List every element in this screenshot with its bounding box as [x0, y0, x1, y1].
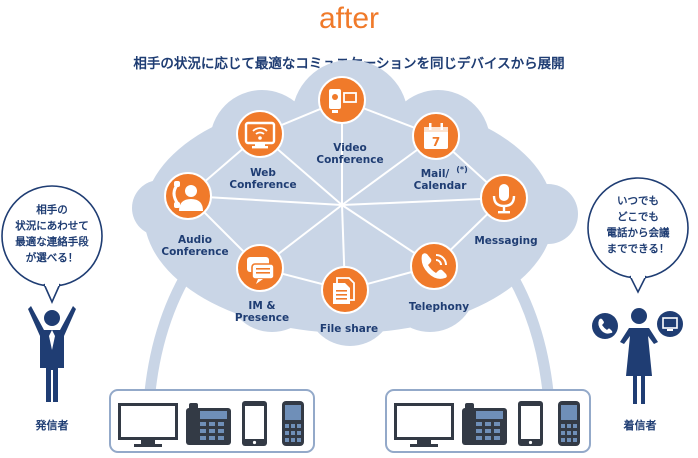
- bubble-line: 電話から会議: [607, 226, 670, 239]
- service-label: Calendar: [414, 180, 468, 192]
- sender-figure: [28, 306, 76, 402]
- calendar-day: 7: [432, 135, 440, 149]
- service-label: File share: [320, 323, 378, 335]
- mobile-phone-icon: [282, 401, 304, 446]
- bubble-line: 相手の: [36, 203, 68, 216]
- monitor-icon: [662, 317, 678, 329]
- service-im: IM & Presence: [235, 244, 289, 324]
- receiver-monitor-badge: [657, 311, 683, 337]
- receiver-label: 着信者: [623, 418, 657, 432]
- bubble-line: 状況にあわせて: [15, 219, 89, 232]
- bubble-line: が選べる！: [26, 251, 79, 264]
- smartphone-icon: [242, 401, 267, 446]
- smartphone-icon: [518, 401, 543, 446]
- mobile-phone-icon: [558, 401, 580, 446]
- service-label: Mail/: [421, 168, 450, 180]
- service-web: Web Conference: [229, 110, 297, 191]
- bubble-line: いつでも: [617, 195, 659, 207]
- monitor-icon: [394, 403, 454, 447]
- service-messaging: Messaging: [474, 174, 538, 247]
- bubble-line: 最適な連絡手段: [15, 235, 89, 248]
- diagram-title: after: [319, 2, 379, 35]
- receiver-bubble: いつでも どこでも 電話から会議 までできる！: [587, 177, 689, 294]
- service-label: Messaging: [474, 235, 537, 247]
- sender-bubble: 相手の 状況にあわせて 最適な連絡手段 が選べる！: [1, 185, 103, 304]
- bubble-line: どこでも: [617, 210, 659, 223]
- service-label: Conference: [316, 154, 383, 166]
- receiver-devices: [385, 389, 591, 453]
- bubble-line: までできる！: [607, 243, 670, 255]
- receiver-figure: [620, 308, 658, 404]
- service-fileshare: File share: [320, 266, 378, 335]
- service-label: Audio: [178, 234, 212, 246]
- service-label: Presence: [235, 312, 289, 324]
- service-label: Conference: [229, 179, 296, 191]
- service-label: IM &: [248, 300, 275, 312]
- service-mail: 7 Mail/ (*) Calendar: [412, 112, 468, 192]
- service-label: Web: [250, 167, 276, 179]
- service-video: Video Conference: [316, 76, 384, 166]
- footnote-mark: (*): [456, 165, 468, 174]
- service-label: Conference: [161, 246, 228, 258]
- sender-label: 発信者: [35, 418, 69, 432]
- service-label: Telephony: [409, 301, 469, 313]
- phone-icon: [598, 318, 613, 334]
- receiver-phone-badge: [592, 313, 618, 339]
- service-telephony: Telephony: [409, 242, 469, 313]
- sender-devices: [109, 389, 315, 453]
- service-audio: Audio Conference: [161, 172, 229, 258]
- desk-phone-icon: [186, 403, 231, 445]
- service-label: Video: [333, 142, 366, 154]
- monitor-icon: [118, 403, 178, 447]
- desk-phone-icon: [462, 403, 507, 445]
